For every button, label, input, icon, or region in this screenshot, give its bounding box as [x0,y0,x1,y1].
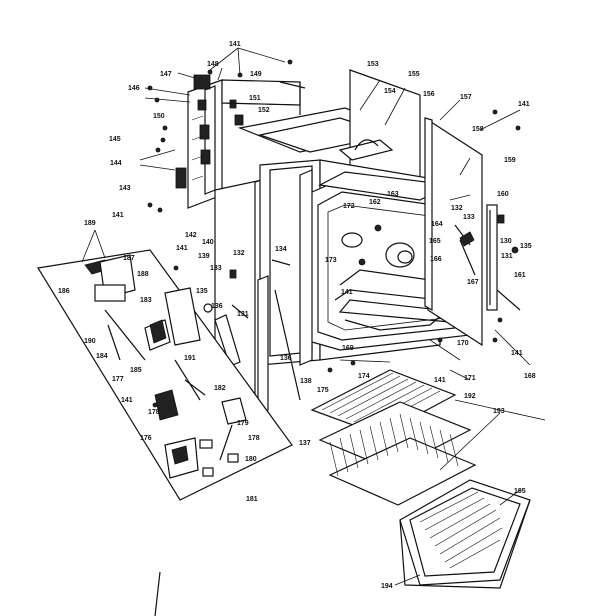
callout-label: 158 [472,126,484,133]
callout-label: 167 [467,279,479,286]
callout-label: 164 [431,221,443,228]
callout-label: 131 [501,253,513,260]
callout-label: 170 [457,340,469,347]
callout-label: 188 [137,271,149,278]
callout-label: 192 [464,393,476,400]
oven-rack-193 [318,401,477,506]
callout-label: 162 [369,199,381,206]
edge-mark-line [154,571,161,616]
callout-label: 135 [196,288,208,295]
callout-label: 136 [211,303,223,310]
callout-label: 141 [518,101,530,108]
callout-label: 169 [342,345,354,352]
callout-label: 146 [128,85,140,92]
callout-label: 179 [237,420,249,427]
callout-label: 136 [280,355,292,362]
callout-label: 141 [229,41,241,48]
callout-label: 174 [358,373,370,380]
callout-label: 135 [520,243,532,250]
callout-label: 173 [325,257,337,264]
callout-label: 144 [110,160,122,167]
callout-label: 141 [112,212,124,219]
callout-label: 143 [119,185,131,192]
callout-label: 134 [275,246,287,253]
callout-label: 186 [58,288,70,295]
callout-label: 141 [121,397,133,404]
callout-label: 145 [109,136,121,143]
screws [147,59,521,408]
callout-label: 159 [504,157,516,164]
callout-label: 147 [160,71,172,78]
callout-label: 152 [258,107,270,114]
callout-label: 157 [460,94,472,101]
control-panel-assembly [175,74,306,209]
callout-label: 163 [387,191,399,198]
side-panel-right [424,117,483,347]
callout-label: 160 [497,191,509,198]
cavity-bottom-line [319,344,441,361]
callout-label: 180 [245,456,257,463]
callout-label: 155 [408,71,420,78]
callout-label: 183 [140,297,152,304]
callout-label: 187 [123,255,135,262]
component-tray [37,249,293,501]
callout-label: 171 [464,375,476,382]
callout-label: 141 [341,289,353,296]
callout-label: 156 [423,91,435,98]
leader-lines [81,47,546,586]
callout-label: 149 [250,71,262,78]
callout-label: 140 [202,239,214,246]
callout-label: 139 [198,253,210,260]
callout-label: 166 [430,256,442,263]
callout-label: 133 [210,265,222,272]
callout-label: 141 [434,377,446,384]
callout-label: 150 [153,113,165,120]
callout-label: 148 [207,61,219,68]
callout-label: 131 [237,311,249,318]
callout-label: 191 [184,355,196,362]
callout-label: 175 [317,387,329,394]
callout-label: 172 [343,203,355,210]
callout-label: 133 [463,214,475,221]
callout-label: 132 [451,205,463,212]
callout-label: 137 [299,440,311,447]
hinge-parts-center [203,259,301,415]
callout-label: 132 [233,250,245,257]
callout-labels: 141 147 148 149 146 151 150 152 145 144 … [58,41,536,590]
callout-label: 185 [130,367,142,374]
callout-label: 168 [524,373,536,380]
callout-label: 177 [112,376,124,383]
callout-label: 193 [493,408,505,415]
door-hinge-parts-right [454,204,521,311]
callout-label: 178 [148,409,160,416]
callout-label: 130 [500,238,512,245]
callout-label: 153 [367,61,379,68]
callout-label: 141 [176,245,188,252]
callout-label: 142 [185,232,197,239]
callout-label: 190 [84,338,96,345]
callout-label: 154 [384,88,396,95]
callout-label: 176 [140,435,152,442]
callout-label: 138 [300,378,312,385]
callout-label: 189 [84,220,96,227]
callout-label: 184 [96,353,108,360]
callout-label: 165 [429,238,441,245]
callout-label: 178 [248,435,260,442]
callout-label: 194 [381,583,393,590]
broiler-pan [399,479,531,589]
callout-label: 161 [514,272,526,279]
callout-label: 141 [511,350,523,357]
callout-label: 195 [514,488,526,495]
callout-label: 151 [249,95,261,102]
callout-label: 181 [246,496,258,503]
callout-label: 182 [214,385,226,392]
